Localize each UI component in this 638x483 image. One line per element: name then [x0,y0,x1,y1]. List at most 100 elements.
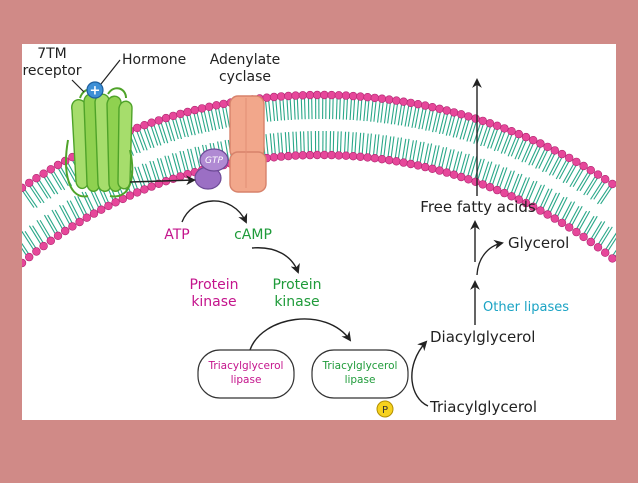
hormone-label: Hormone [122,52,186,68]
lipid-head [385,96,393,104]
lipid-head [133,189,141,197]
lipid-head [421,163,429,171]
lipid-head [126,192,134,200]
adenylate-cyclase-protein [230,96,266,192]
lipid-head [486,119,494,127]
lipid-head [594,171,602,179]
lipid-head [342,152,350,160]
lipid-head [580,162,588,170]
lipid-head [277,93,285,101]
lipid-head [587,166,595,174]
lipid-head [580,233,588,241]
pk-inactive-line2: kinase [191,294,236,310]
lipid-head [263,94,271,102]
lipid-head [306,151,314,159]
lipid-head [400,98,408,106]
lipid-head [465,175,473,183]
lipid-head [105,202,113,210]
lipid-head [565,154,573,162]
lipid-head [321,151,329,159]
diacylglycerol-label: Diacylglycerol [430,328,535,346]
lipid-tail [614,239,627,259]
lipid-head [472,178,480,186]
lipid-head [40,170,48,178]
lipid-head [400,159,408,167]
lipid-head [40,242,48,250]
lipid-head [76,218,84,226]
receptor-label-line2: receptor [22,63,81,79]
lipid-head [141,121,149,129]
lipid-head [493,186,501,194]
tgl-lipase-inactive-box: Triacylglycerol lipase [198,350,294,398]
pk-active-line1: Protein [272,277,321,293]
tgl-active-line1: Triacylglycerol [322,360,398,372]
lipid-head [292,92,300,100]
lipid-head [357,93,365,101]
lipid-head [141,186,149,194]
lipid-head [220,100,228,108]
lipid-head [479,117,487,125]
lipid-head [25,179,33,187]
lipid-head [328,151,336,159]
lipid-head [371,94,379,102]
receptor-label-line1: 7TM [37,46,67,62]
lipid-head [184,108,192,116]
lipid-head [25,253,33,261]
lipid-head [306,91,314,99]
lipid-head [594,243,602,251]
lipid-head [184,170,192,178]
lipid-head [393,157,401,165]
lipid-head [436,105,444,113]
lipid-head [493,122,501,130]
gtp-label: GTP [205,156,223,166]
lipid-head [443,107,451,115]
lipid-head [83,214,91,222]
lipid-head [472,115,480,123]
lipid-head [551,215,559,223]
lipid-head [429,103,437,111]
lipid-head [522,133,530,141]
lipid-head [277,153,285,161]
lipid-head [198,105,206,113]
lipid-head [457,110,465,118]
lipid-head [601,249,609,257]
other-lipases-label: Other lipases [483,300,569,315]
lipid-head [450,109,458,117]
lipid-head [385,156,393,164]
lipid-head [450,171,458,179]
lipid-head [558,219,566,227]
lipid-head [429,165,437,173]
lipid-head [33,174,41,182]
lipid-head [508,127,516,135]
lipid-head [393,97,401,105]
pk-active-line2: kinase [274,294,319,310]
lipid-head [292,152,300,160]
lipid-head [486,183,494,191]
lipid-head [155,117,163,125]
lipid-head [148,119,156,127]
lipid-head [270,153,278,161]
lipid-head [61,227,69,235]
hormone-symbol: + [90,84,101,99]
lipid-head [364,93,372,101]
lipid-head [609,255,617,263]
lipid-head [371,154,379,162]
lipid-head [537,140,545,148]
lipid-head [378,155,386,163]
lipid-head [601,175,609,183]
lipid-head [133,124,141,132]
triacylglycerol-label: Triacylglycerol [429,398,537,416]
lipid-head [54,161,62,169]
tgl-lipase-active-box: Triacylglycerol lipase [312,350,408,398]
adenylate-cyclase-label-line1: Adenylate [210,52,281,68]
lipid-head [148,183,156,191]
lipid-head [378,95,386,103]
lipid-head [285,92,293,100]
lipid-head [313,151,321,159]
lipid-head [421,102,429,110]
lipid-head [112,198,120,206]
lipid-head [407,99,415,107]
7tm-receptor [66,88,132,196]
free-fatty-acids-label: Free fatty acids [420,198,536,216]
